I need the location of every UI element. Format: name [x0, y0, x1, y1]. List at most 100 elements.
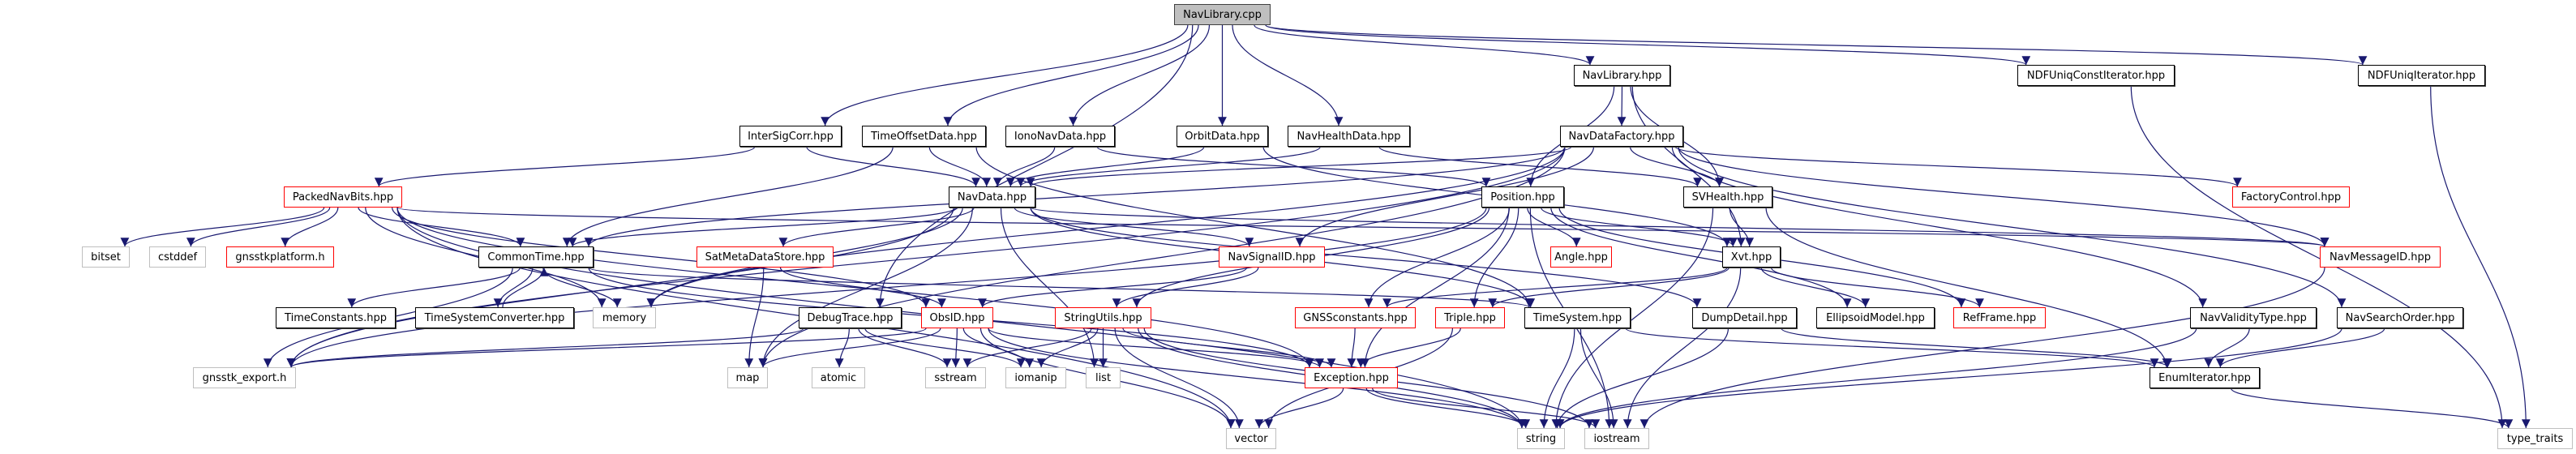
edge-NavDataFactory-to-map [758, 146, 1566, 368]
node-label: GNSSconstants.hpp [1303, 311, 1408, 324]
graph-node-iononavdata[interactable]: IonoNavData.hpp [1005, 126, 1115, 147]
edge-PackedNavBits-to-CommonTime [358, 207, 525, 247]
graph-node-navvaliditytype[interactable]: NavValidityType.hpp [2190, 307, 2317, 328]
graph-node-string: string [1517, 428, 1565, 449]
edge-StringUtils-to-iomanip [1036, 328, 1099, 368]
graph-node-dumpdetail[interactable]: DumpDetail.hpp [1692, 307, 1797, 328]
edge-NavLibrary_cpp-to-NavHealthData [1232, 24, 1344, 126]
node-label: DumpDetail.hpp [1701, 311, 1788, 324]
node-label: NavLibrary.hpp [1582, 69, 1662, 82]
edge-StringUtils-to-vector [1114, 328, 1244, 429]
edge-NavLibrary_cpp-to-IonoNavData [1069, 24, 1211, 126]
edge-GNSSconstants-to-Exception [1347, 328, 1357, 368]
edge-Exception-to-vector [1254, 388, 1344, 429]
graph-node-orbitdata[interactable]: OrbitData.hpp [1177, 126, 1268, 147]
edge-NavDataFactory-to-NavMessageID [1678, 146, 2330, 247]
graph-node-factorycontrol[interactable]: FactoryControl.hpp [2232, 186, 2350, 208]
node-label: vector [1234, 432, 1268, 445]
edge-DebugTrace-to-atomic [834, 328, 850, 368]
edge-Position-to-Angle [1527, 207, 1581, 247]
edge-NavSignalID-to-StringUtils [1112, 267, 1259, 308]
graph-node-navdata[interactable]: NavData.hpp [949, 186, 1035, 208]
edge-Exception-to-string [1365, 388, 1531, 429]
graph-node-angle[interactable]: Angle.hpp [1550, 246, 1612, 268]
graph-node-timeconstants[interactable]: TimeConstants.hpp [276, 307, 396, 328]
edge-NavValidityType-to-EnumIterator [2204, 328, 2250, 368]
node-label: Position.hpp [1490, 191, 1555, 203]
edge-DumpDetail-to-EnumIterator [1781, 328, 2172, 368]
edge-NavData-to-map [758, 207, 973, 368]
graph-node-xvt[interactable]: Xvt.hpp [1722, 246, 1781, 268]
edge-NavDataFactory-to-memory [646, 146, 1566, 308]
node-label: NavSearchOrder.hpp [2345, 311, 2455, 324]
node-label: memory [602, 311, 647, 324]
edge-ObsID-to-sstream [951, 328, 961, 368]
edge-NavLibrary_cpp-to-TimeOffsetData [943, 24, 1199, 126]
graph-node-enumiterator[interactable]: EnumIterator.hpp [2150, 367, 2260, 388]
edge-Position-to-GNSSconstants [1364, 207, 1511, 308]
graph-node-refframe[interactable]: RefFrame.hpp [1953, 307, 2046, 328]
graph-node-intersigcorr[interactable]: InterSigCorr.hpp [739, 126, 842, 147]
node-label: SatMetaDataStore.hpp [705, 251, 825, 263]
edge-InterSigCorr-to-PackedNavBits [374, 146, 756, 187]
graph-node-position[interactable]: Position.hpp [1481, 186, 1564, 208]
node-label: atomic [820, 371, 857, 384]
node-label: gnsstkplatform.h [235, 251, 325, 263]
node-label: NDFUniqConstIterator.hpp [2026, 69, 2166, 82]
graph-node-navsearchorder[interactable]: NavSearchOrder.hpp [2337, 307, 2463, 328]
edge-Xvt-to-GNSSconstants [1382, 267, 1728, 308]
graph-node-timesystem[interactable]: TimeSystem.hpp [1524, 307, 1631, 328]
graph-node-exception[interactable]: Exception.hpp [1305, 367, 1398, 388]
edge-ObsID-to-Exception [988, 328, 1324, 368]
graph-node-navsignalid[interactable]: NavSignalID.hpp [1219, 246, 1325, 268]
edge-NDFUniqConstIterator-to-type_traits [2130, 85, 2507, 429]
graph-node-timesystemconverter[interactable]: TimeSystemConverter.hpp [415, 307, 574, 328]
graph-node-timeoffsetdata[interactable]: TimeOffsetData.hpp [862, 126, 986, 147]
graph-node-navmessageid[interactable]: NavMessageID.hpp [2320, 246, 2441, 268]
graph-node-svhealth[interactable]: SVHealth.hpp [1683, 186, 1772, 208]
node-label: NDFUniqIterator.hpp [2367, 69, 2476, 82]
edge-NavSignalID-to-ObsID [978, 267, 1248, 308]
node-label: PackedNavBits.hpp [292, 191, 394, 203]
node-label: NavValidityType.hpp [2200, 311, 2307, 324]
node-label: NavDataFactory.hpp [1568, 130, 1675, 143]
edge-CommonTime-to-TimeSystemConverter [493, 267, 534, 308]
node-label: list [1095, 371, 1112, 384]
edge-SVHealth-to-Xvt [1729, 207, 1755, 247]
graph-node-triple[interactable]: Triple.hpp [1435, 307, 1505, 328]
edge-NDFUniqIterator-to-type_traits [2430, 85, 2531, 429]
edge-NavLibrary_cpp-to-NDFUniqConstIterator [1265, 24, 2030, 66]
graph-node-stringutils[interactable]: StringUtils.hpp [1055, 307, 1151, 328]
graph-node-navdatafactory[interactable]: NavDataFactory.hpp [1560, 126, 1683, 147]
graph-node-debugtrace[interactable]: DebugTrace.hpp [799, 307, 902, 328]
graph-node-gnsstk-export: gnsstk_export.h [193, 367, 296, 388]
edge-NavDataFactory-to-NavValidityType [1671, 146, 2208, 308]
graph-node-ellipsoidmodel[interactable]: EllipsoidModel.hpp [1816, 307, 1935, 328]
node-label: iomanip [1014, 371, 1057, 384]
edge-TimeSystem-to-EnumIterator [1625, 328, 2159, 368]
edge-CommonTime-to-TimeSystem [588, 267, 1533, 308]
graph-node-iostream: iostream [1584, 428, 1649, 449]
edge-StringUtils-to-sstream [962, 328, 1092, 368]
node-label: TimeSystem.hpp [1532, 311, 1622, 324]
graph-node-map: map [727, 367, 768, 388]
edge-Position-to-gnsstk_export [286, 207, 1487, 368]
graph-node-packednavbits[interactable]: PackedNavBits.hpp [284, 186, 402, 208]
graph-node-commontime[interactable]: CommonTime.hpp [478, 246, 594, 268]
graph-node-ndfuniqiterator[interactable]: NDFUniqIterator.hpp [2358, 65, 2485, 86]
graph-node-gnssconstants[interactable]: GNSSconstants.hpp [1295, 307, 1416, 328]
edge-CommonTime-to-memory [542, 267, 622, 308]
graph-node-satmetadatastore[interactable]: SatMetaDataStore.hpp [697, 246, 834, 268]
node-label: gnsstk_export.h [202, 371, 287, 384]
graph-node-ndfuniqconstiterator[interactable]: NDFUniqConstIterator.hpp [2017, 65, 2175, 86]
graph-node-navhealthdata[interactable]: NavHealthData.hpp [1288, 126, 1410, 147]
graph-node-obsid[interactable]: ObsID.hpp [921, 307, 993, 328]
edge-SVHealth-to-string [1551, 207, 1714, 429]
graph-node-navlibrary-hpp[interactable]: NavLibrary.hpp [1574, 65, 1670, 86]
node-label: Exception.hpp [1314, 371, 1389, 384]
edge-NavHealthData-to-NavData [1016, 146, 1321, 187]
graph-node-gnsstkplatform[interactable]: gnsstkplatform.h [226, 246, 334, 268]
node-label: NavData.hpp [957, 191, 1027, 203]
edge-TimeOffsetData-to-TimeSystem [975, 146, 1534, 308]
node-label: Xvt.hpp [1730, 251, 1772, 263]
